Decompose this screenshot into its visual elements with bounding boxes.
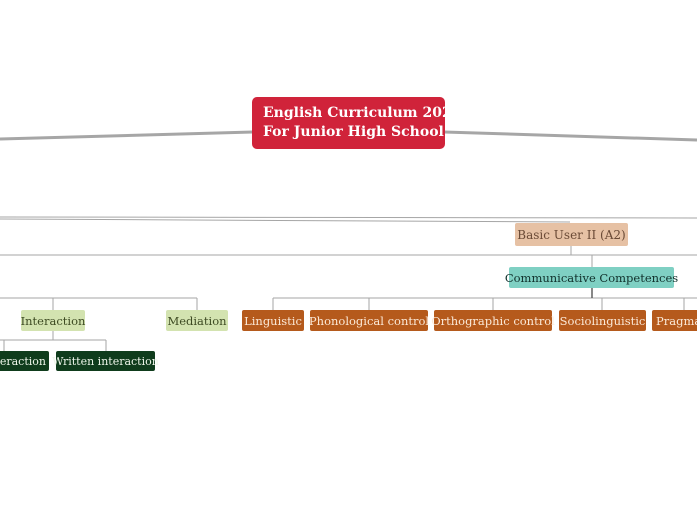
- guide-line-left-stub: [0, 218, 571, 223]
- topic-orthographic-control[interactable]: Orthographic control: [431, 310, 555, 331]
- topic-pragmatic[interactable]: Pragmatic: [652, 310, 697, 331]
- root-title-line2: For Junior High School: [263, 124, 444, 140]
- topic-phonological-control[interactable]: Phonological control: [309, 310, 429, 331]
- root-branch-left: [0, 130, 254, 141]
- root-topic[interactable]: English Curriculum 2020 For Junior High …: [252, 97, 461, 149]
- topic-written-interaction[interactable]: Written interaction: [52, 351, 159, 371]
- topic-sociolinguistic[interactable]: Sociolinguistic: [559, 310, 646, 331]
- topic-oral-interaction[interactable]: Oral interaction: [0, 351, 49, 371]
- topic-basic-user-a2[interactable]: Basic User II (A2): [515, 223, 628, 246]
- interaction-children-line: [0, 331, 107, 351]
- root-title-line1: English Curriculum 2020: [263, 105, 462, 121]
- topic-linguistic[interactable]: Linguistic: [242, 310, 304, 331]
- root-branch-right: [443, 130, 697, 142]
- topic-mediation[interactable]: Mediation: [166, 310, 228, 331]
- guide-line-top: [0, 216, 697, 219]
- topic-interaction[interactable]: Interaction: [21, 310, 85, 331]
- level-to-comm-line: [570, 246, 593, 267]
- topic-communicative-competences[interactable]: Communicative Competences: [505, 267, 678, 288]
